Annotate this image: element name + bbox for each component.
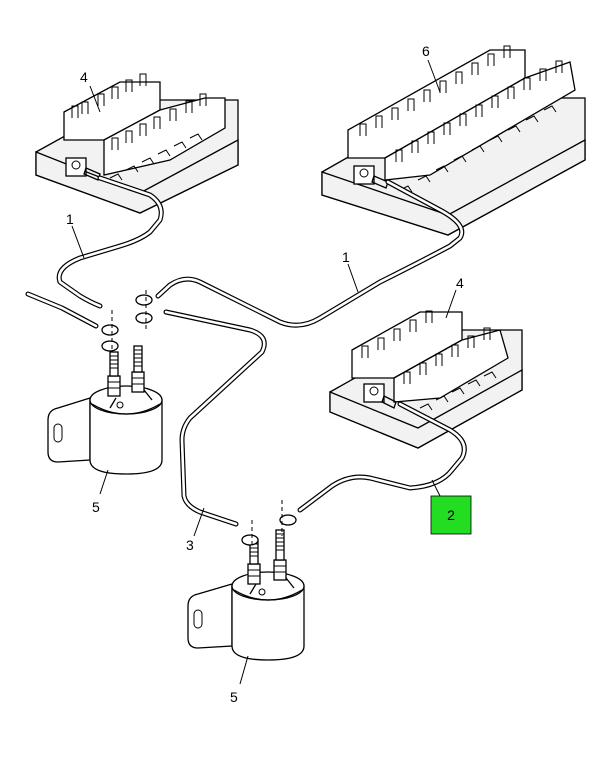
callout-cable-upper-left: 1 (66, 211, 74, 227)
callout-cable-upper-middle: 1 (342, 249, 350, 265)
highlighted-callout-cable[interactable]: 2 (430, 495, 472, 535)
relay-block-top-left (35, 73, 239, 214)
callout-relay-block-top-right: 6 (422, 43, 430, 59)
relay-block-middle-right (329, 310, 523, 449)
callout-solenoid-left: 5 (92, 499, 100, 515)
solenoid-bottom (187, 500, 305, 661)
callout-cable-lower: 3 (186, 537, 194, 553)
callout-relay-block-middle-right: 4 (456, 275, 464, 291)
solenoid-left (47, 290, 163, 475)
highlight-label: 2 (447, 507, 455, 523)
cables (25, 175, 467, 527)
relay-block-top-right (321, 45, 586, 236)
callout-relay-block-top-left: 4 (80, 69, 88, 85)
highlight-box[interactable] (430, 495, 472, 535)
callout-solenoid-bottom: 5 (230, 689, 238, 705)
